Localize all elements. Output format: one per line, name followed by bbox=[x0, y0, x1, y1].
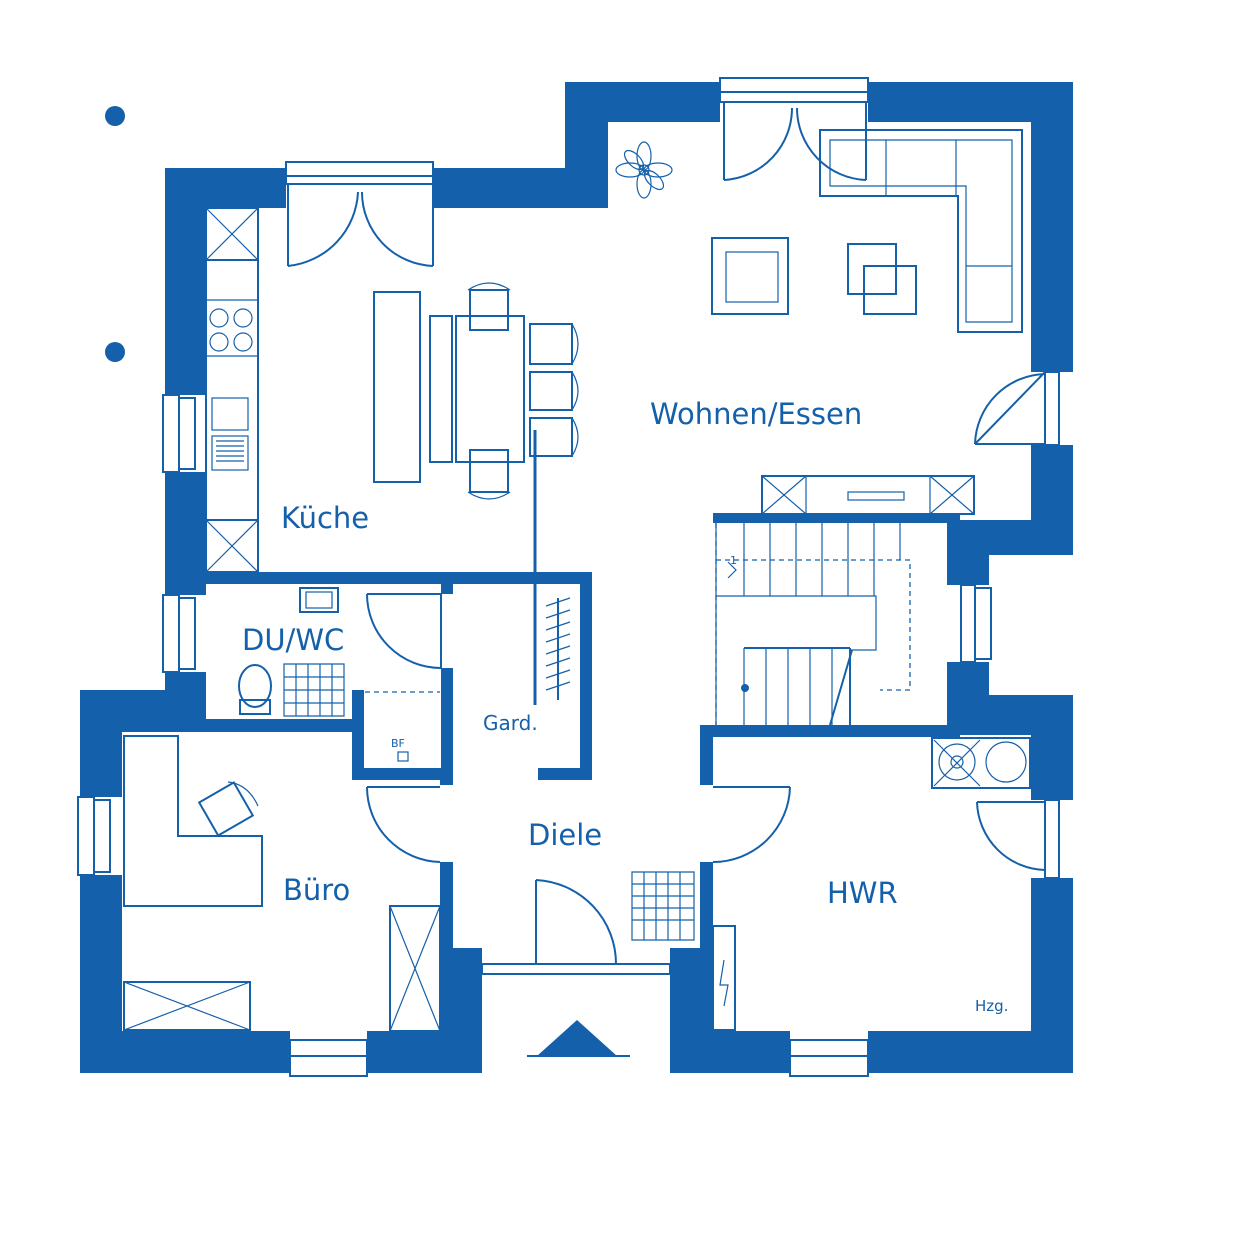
room-label-garderobe: Gard. bbox=[483, 711, 538, 735]
marker-dot bbox=[105, 106, 125, 126]
room-label-wohnen: Wohnen/Essen bbox=[650, 397, 862, 431]
staircase bbox=[715, 523, 911, 726]
room-label-duwc: DU/WC bbox=[242, 623, 344, 657]
fixture-label-heizung: Hzg. bbox=[975, 997, 1008, 1015]
bf-box bbox=[397, 751, 409, 762]
office-furniture bbox=[123, 735, 441, 1032]
entry-mat bbox=[631, 871, 695, 941]
inner-walls bbox=[206, 513, 960, 973]
doors bbox=[287, 102, 1046, 1057]
room-label-kueche: Küche bbox=[281, 501, 369, 535]
room-label-hwr: HWR bbox=[827, 876, 898, 910]
windows bbox=[77, 77, 1060, 1077]
bathroom-fixtures bbox=[238, 587, 440, 717]
kitchen-counter bbox=[205, 207, 259, 573]
utility-fixtures bbox=[712, 737, 1031, 1031]
marker-dot bbox=[105, 342, 125, 362]
outer-walls bbox=[80, 82, 1073, 1073]
room-label-diele: Diele bbox=[528, 818, 602, 852]
fixture-label-bf: BF bbox=[391, 737, 405, 750]
wardrobe bbox=[545, 597, 571, 700]
stair-step-label: 1 bbox=[730, 554, 737, 567]
living-furniture bbox=[615, 129, 1023, 515]
dining-table bbox=[373, 282, 579, 705]
room-label-buero: Büro bbox=[283, 873, 350, 907]
